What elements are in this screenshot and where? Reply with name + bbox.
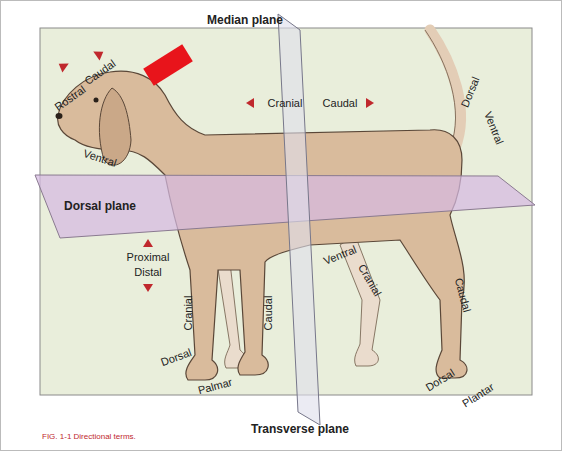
direction-label: Cranial [268,97,303,109]
direction-label: Caudal [323,97,358,109]
direction-label: Caudal [262,296,274,331]
arrow-caudal-body [366,98,374,108]
transverse-plane [278,14,320,425]
plane-label: Median plane [207,13,283,27]
direction-arrows [56,47,374,292]
arrow-distal [143,284,153,292]
red-marker [143,44,193,85]
dorsal-plane [35,175,535,238]
dog-eye [94,98,99,103]
direction-label: Cranial [182,296,194,331]
arrow-cranial [246,98,254,108]
figure-caption: FIG. 1-1 Directional terms. [42,432,136,441]
plane-label: Transverse plane [251,422,349,436]
arrow-caudal [93,47,106,61]
arrow-proximal [143,239,153,247]
plane-label: Dorsal plane [64,199,136,213]
dog-nose [56,113,63,119]
direction-label: Distal [134,266,162,278]
arrow-rostral [56,59,69,73]
direction-label: Proximal [127,251,170,263]
